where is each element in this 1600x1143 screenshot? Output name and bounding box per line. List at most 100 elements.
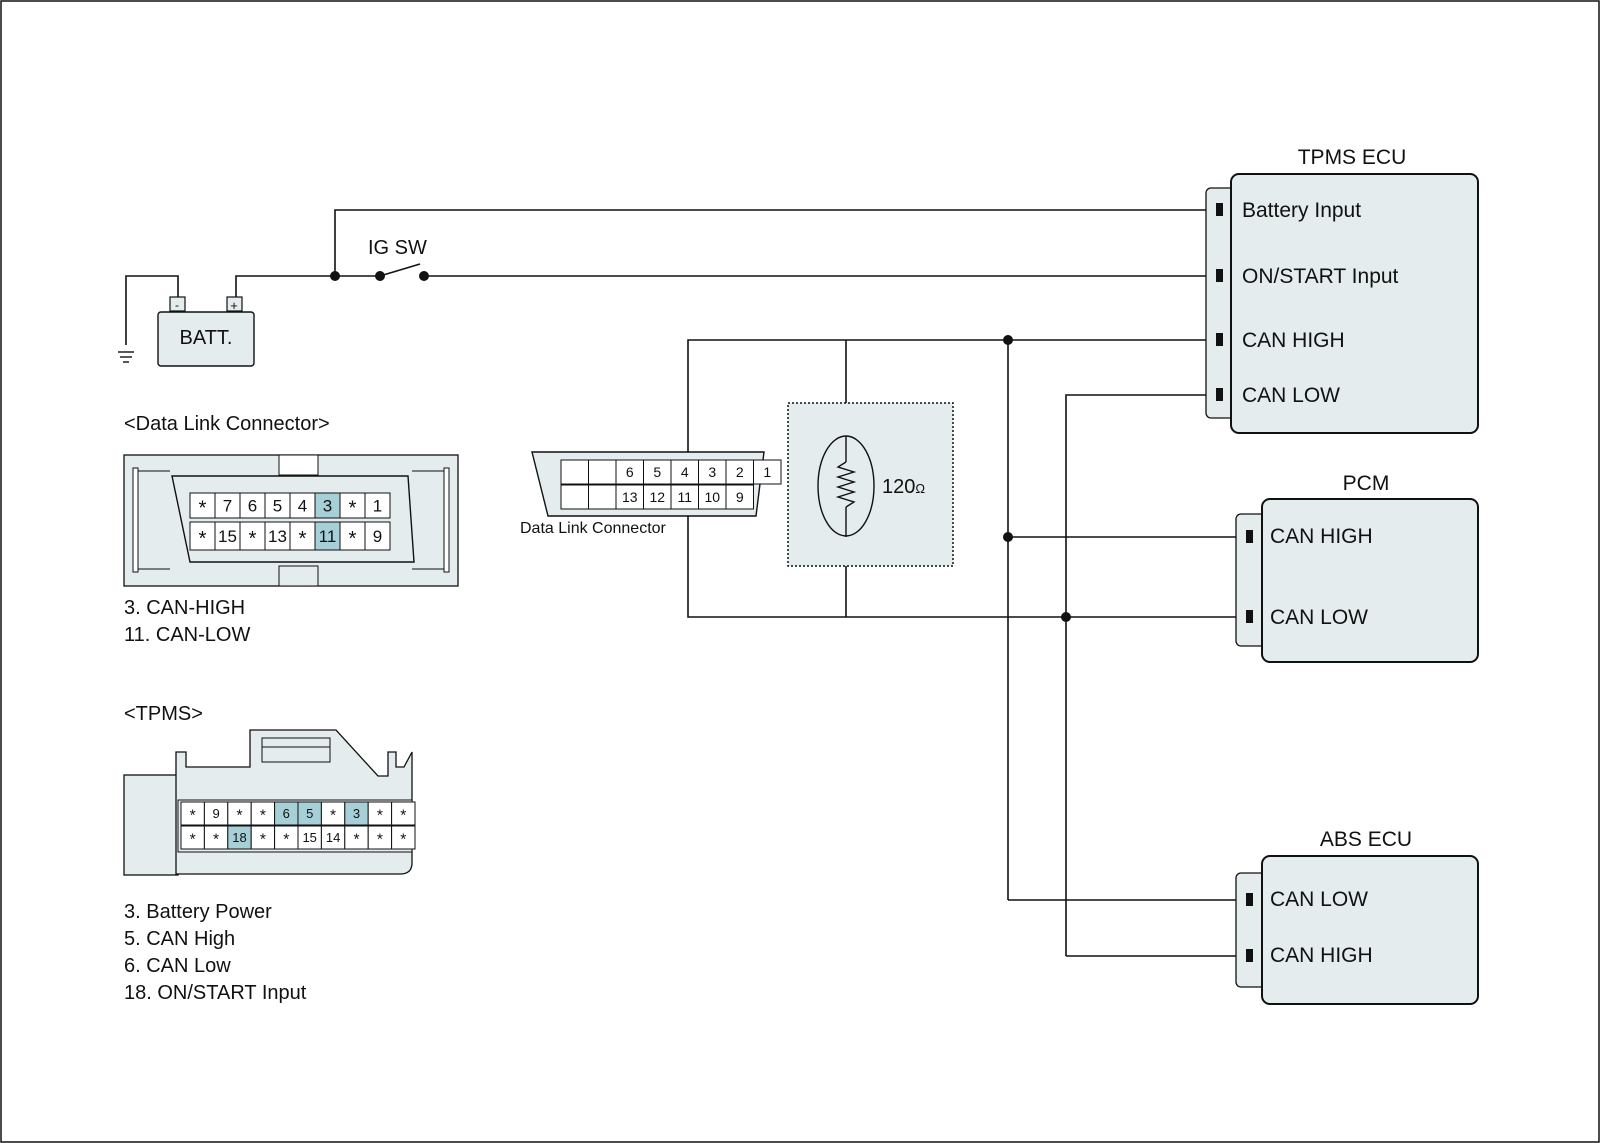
dlc-schematic-pin-label: 13 bbox=[622, 489, 638, 505]
dlc-view-pin-label: * bbox=[199, 498, 207, 520]
dlc-view-pin-cell bbox=[364, 492, 391, 519]
dlc-view-pin-label: 1 bbox=[373, 497, 382, 516]
dlc-schematic-pin-label: 5 bbox=[653, 464, 661, 480]
abs-ecu-title: ABS ECU bbox=[1320, 828, 1412, 851]
abs-ecu: ABS ECU CAN LOW CAN HIGH bbox=[1235, 828, 1479, 1005]
junction-dot bbox=[1003, 532, 1013, 542]
can-high-bus bbox=[687, 339, 1210, 458]
tpms-ecu: TPMS ECU Battery Input ON/START Input CA… bbox=[1205, 146, 1479, 434]
pcm-title: PCM bbox=[1343, 472, 1390, 495]
dlc-view-pin-label: 6 bbox=[248, 497, 257, 516]
dlc-view-pin-label: 13 bbox=[268, 527, 287, 546]
battery-negative-label: - bbox=[175, 298, 179, 312]
dlc-view-pin-cell bbox=[289, 492, 316, 519]
tpms-view-pin-label: 18 bbox=[232, 830, 246, 845]
battery-positive-label: + bbox=[230, 298, 238, 313]
tpms-view-pin-label: 3 bbox=[353, 806, 360, 821]
junction-dot bbox=[375, 271, 385, 281]
dlc-schematic-pin-label: 2 bbox=[736, 464, 744, 480]
dlc-view-pin-cell bbox=[189, 521, 216, 551]
dlc-view-pin-cell bbox=[339, 492, 366, 519]
dlc-legend-1: 3. CAN-HIGH bbox=[124, 597, 245, 619]
dlc-schematic-pin-cell bbox=[643, 484, 672, 510]
dlc-schematic-pin-cell bbox=[615, 484, 644, 510]
dlc-schematic-pin-label: 4 bbox=[681, 464, 689, 480]
dlc-schematic-pin-label: 11 bbox=[677, 489, 692, 505]
dlc-schematic-pin-cell bbox=[725, 484, 754, 510]
tpms-pin-can-high: CAN HIGH bbox=[1242, 329, 1345, 352]
tpms-view-pin-label: 6 bbox=[283, 806, 290, 821]
dlc-schematic-label: Data Link Connector bbox=[520, 520, 667, 537]
tpms-pin-battery-input: Battery Input bbox=[1242, 199, 1361, 222]
tpms-view-pin-label: * bbox=[377, 832, 383, 849]
tpms-legend-1: 3. Battery Power bbox=[124, 901, 272, 923]
battery-label: BATT. bbox=[180, 327, 233, 349]
tpms-legend-3: 6. CAN Low bbox=[124, 955, 231, 977]
ig-switch-lever bbox=[379, 263, 421, 277]
tpms-view-pin-label: 15 bbox=[302, 830, 316, 845]
dlc-schematic-pin-label: 9 bbox=[736, 489, 744, 505]
svg-text:120Ω: 120Ω bbox=[882, 476, 925, 498]
tpms-view-pin-label: 9 bbox=[212, 806, 219, 821]
resistor-value: 120 bbox=[882, 476, 915, 498]
tpms-pin-can-low: CAN LOW bbox=[1242, 384, 1340, 407]
dlc-view-pin-cell bbox=[289, 521, 316, 551]
dlc-schematic-pin-cell bbox=[588, 459, 617, 485]
pcm-pin-can-high: CAN HIGH bbox=[1270, 525, 1373, 548]
dlc-schematic-pin-cell bbox=[670, 459, 699, 485]
resistor-unit: Ω bbox=[915, 481, 925, 496]
ig-switch-label: IG SW bbox=[368, 237, 427, 259]
junction-dot bbox=[1061, 612, 1071, 622]
tpms-view-pin-label: 14 bbox=[326, 830, 340, 845]
tpms-view-pin-label: * bbox=[236, 808, 242, 825]
pcm-pin-can-low: CAN LOW bbox=[1270, 606, 1368, 629]
battery-input-wire bbox=[334, 209, 1210, 276]
dlc-legend-2: 11. CAN-LOW bbox=[124, 624, 250, 646]
tpms-view-pin-cell bbox=[391, 825, 416, 850]
tpms-ecu-title: TPMS ECU bbox=[1298, 146, 1407, 169]
dlc-schematic-pin-label: 12 bbox=[649, 489, 665, 505]
tpms-view-pin-label: * bbox=[190, 832, 196, 849]
tpms-view-pin-label: * bbox=[377, 808, 383, 825]
tpms-view-pin-label: * bbox=[400, 832, 406, 849]
battery-positive-wire bbox=[235, 275, 335, 302]
dlc-schematic-pin-cell bbox=[615, 459, 644, 485]
dlc-view-pin-label: 5 bbox=[273, 497, 282, 516]
ground-wire bbox=[125, 275, 179, 345]
dlc-view-pin-label: * bbox=[199, 528, 207, 550]
tpms-view-pin-label: * bbox=[260, 832, 266, 849]
dlc-schematic-pin-cell bbox=[753, 459, 782, 485]
dlc-view-pin-label: 3 bbox=[323, 497, 332, 516]
dlc-view-pin-cell bbox=[214, 521, 241, 551]
tpms-view-title: <TPMS> bbox=[124, 703, 203, 725]
can-low-tpms bbox=[1065, 394, 1210, 956]
dlc-view-pin-label: 11 bbox=[319, 527, 337, 546]
tpms-view-pin-label: * bbox=[283, 832, 289, 849]
tpms-view-pin-label: * bbox=[260, 808, 266, 825]
dlc-schematic-pin-label: 6 bbox=[626, 464, 634, 480]
dlc-schematic-pin-cell bbox=[698, 484, 727, 510]
dlc-schematic-pin-label: 3 bbox=[708, 464, 716, 480]
junction-dot bbox=[419, 271, 429, 281]
tpms-view-pin-label: * bbox=[190, 808, 196, 825]
wires bbox=[125, 209, 1243, 957]
dlc-view-pin-label: * bbox=[349, 528, 357, 550]
pcm: PCM CAN HIGH CAN LOW bbox=[1235, 472, 1479, 663]
abs-pin-can-high: CAN HIGH bbox=[1270, 944, 1373, 967]
dlc-schematic-pin-cell bbox=[560, 484, 589, 510]
junction-dot bbox=[1003, 335, 1013, 345]
tpms-view-pin-label: * bbox=[213, 832, 219, 849]
dlc-view-pin-cell bbox=[364, 521, 391, 551]
resistor-icon bbox=[835, 461, 857, 508]
dlc-schematic-pin-cell bbox=[560, 459, 589, 485]
tpms-view-pin-label: * bbox=[330, 808, 336, 825]
tpms-pin-on-start-input: ON/START Input bbox=[1242, 265, 1399, 288]
junction-dot bbox=[330, 271, 340, 281]
tpms-view-pin-cell bbox=[391, 801, 416, 826]
